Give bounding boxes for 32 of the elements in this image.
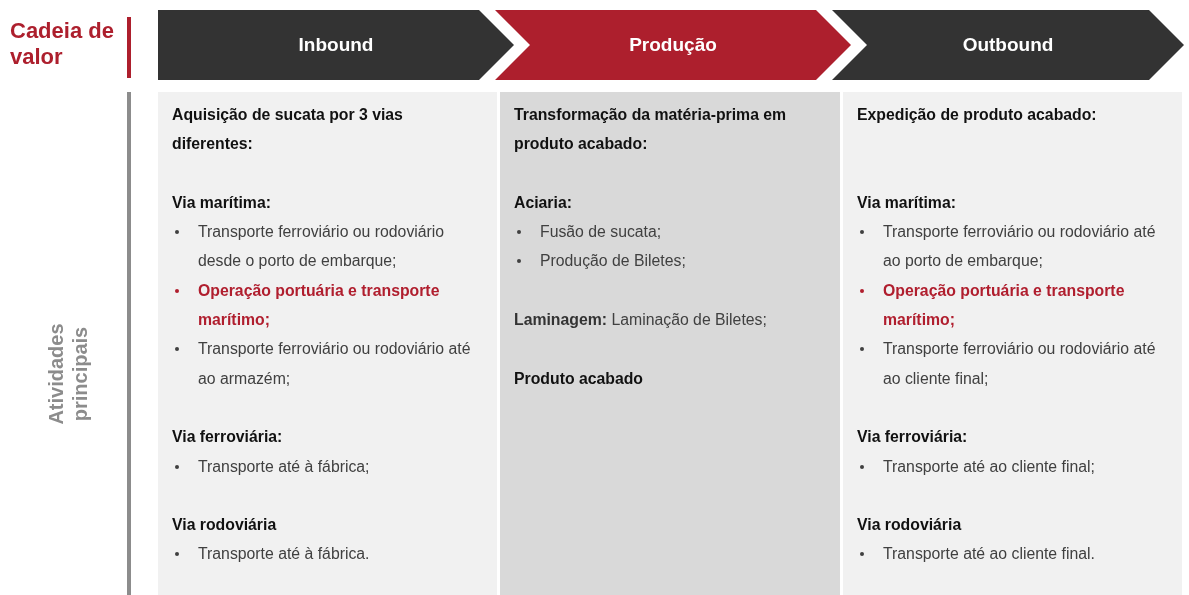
section-heading: Via rodoviária bbox=[172, 515, 278, 536]
bullet-item: Transporte ferroviário ou rodoviário até ao porto de embarque; bbox=[883, 223, 1156, 270]
bullet-item: Transporte até à fábrica; bbox=[198, 457, 370, 475]
highlighted-bullet-item: Operação portuária e transporte marítimo; bbox=[198, 281, 440, 329]
section-heading: Via rodoviária bbox=[857, 515, 963, 536]
bullet-item: Fusão de sucata; bbox=[540, 223, 662, 241]
section-heading: Aciaria: bbox=[514, 192, 573, 213]
section-heading: Via ferroviária: bbox=[172, 427, 284, 448]
row-heading: Cadeia de valor bbox=[10, 18, 115, 70]
stage-label: Inbound bbox=[298, 33, 374, 57]
column-panel bbox=[843, 92, 1182, 595]
paragraph: Laminagem: Laminação de Biletes; bbox=[514, 310, 768, 331]
section-heading: Produto acabado bbox=[514, 368, 645, 389]
bullet-item: Produção de Biletes; bbox=[540, 252, 686, 270]
column-panel bbox=[500, 92, 840, 595]
section-heading: Transformação da matéria-prima em produto acabado: bbox=[514, 105, 788, 155]
section-heading: Aquisição de sucata por 3 vias diferentes: bbox=[172, 105, 404, 155]
section-heading: Via marítima: bbox=[172, 192, 272, 213]
row-heading: Atividades principais bbox=[44, 322, 92, 427]
column-panel bbox=[158, 92, 497, 595]
highlighted-bullet-item: Operação portuária e transporte marítimo; bbox=[883, 281, 1125, 329]
bullet-item: Transporte ferroviário ou rodoviário até ao cliente final; bbox=[883, 340, 1156, 387]
bullet-item: Transporte até ao cliente final; bbox=[883, 457, 1095, 475]
stage-label: Outbound bbox=[962, 33, 1054, 57]
bullet-item: Transporte ferroviário ou rodoviário desde o porto de embarque; bbox=[198, 223, 445, 270]
section-heading: Via ferroviária: bbox=[857, 427, 969, 448]
bullet-item: Transporte ferroviário ou rodoviário até ao armazém; bbox=[198, 340, 471, 387]
section-heading: Expedição de produto acabado: bbox=[857, 105, 1098, 125]
stage-label: Produção bbox=[629, 33, 717, 57]
bullet-item: Transporte até ao cliente final. bbox=[883, 545, 1095, 563]
bullet-item: Transporte até à fábrica. bbox=[198, 545, 370, 563]
section-heading: Via marítima: bbox=[857, 192, 957, 213]
